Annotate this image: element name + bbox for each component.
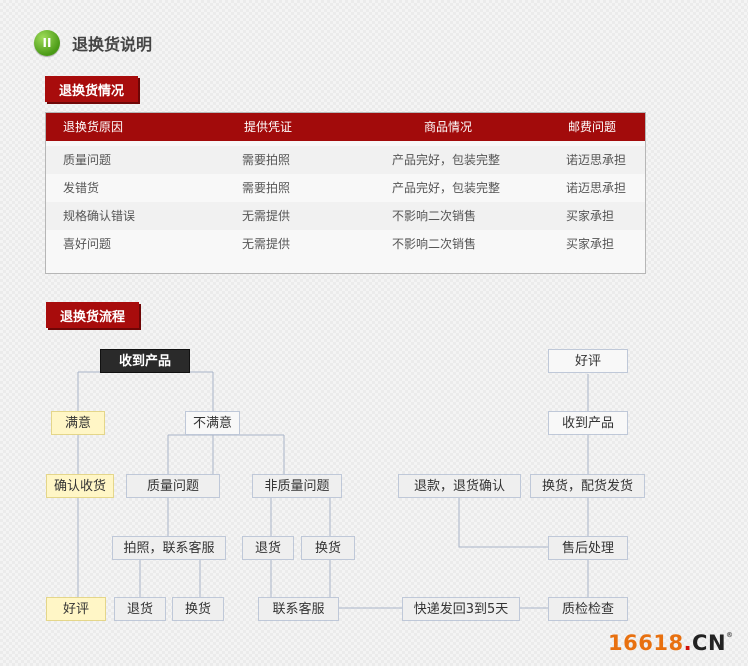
flow-satisfied: 满意 <box>51 411 105 435</box>
cell-proof: 无需提供 <box>242 237 291 251</box>
flow-good-review-left: 好评 <box>46 597 106 621</box>
logo-number: 16618 <box>608 631 684 655</box>
header-condition: 商品情况 <box>424 120 473 134</box>
cell-reason: 质量问题 <box>63 153 112 167</box>
cell-proof: 需要拍照 <box>242 153 291 167</box>
return-flow-tag: 退换货流程 <box>46 302 140 328</box>
header-proof: 提供凭证 <box>244 120 293 134</box>
flow-refund-confirm: 退款，退货确认 <box>398 474 521 498</box>
flow-good-review-right: 好评 <box>548 349 628 373</box>
cell-shipping: 买家承担 <box>566 237 615 251</box>
table-body: 质量问题 需要拍照 产品完好，包装完整 诺迈思承担 发错货 需要拍照 产品完好，… <box>46 146 645 258</box>
cell-condition: 产品完好，包装完整 <box>392 153 501 167</box>
flow-received-product: 收到产品 <box>100 349 190 373</box>
cell-proof: 需要拍照 <box>242 181 291 195</box>
table-row: 喜好问题 无需提供 不影响二次销售 买家承担 <box>46 230 645 258</box>
table-header: 退换货原因 提供凭证 商品情况 邮费问题 <box>46 113 645 141</box>
flow-photo-contact: 拍照，联系客服 <box>112 536 226 560</box>
header-reason: 退换货原因 <box>63 120 124 134</box>
return-situation-tag: 退换货情况 <box>45 76 139 102</box>
cell-shipping: 诺迈思承担 <box>566 153 627 167</box>
flow-quality-check: 质检检查 <box>548 597 628 621</box>
flow-non-quality-issue: 非质量问题 <box>252 474 342 498</box>
flow-exchange-b: 换货 <box>301 536 355 560</box>
cell-condition: 产品完好，包装完整 <box>392 181 501 195</box>
cell-shipping: 买家承担 <box>566 209 615 223</box>
cell-reason: 喜好问题 <box>63 237 112 251</box>
cell-condition: 不影响二次销售 <box>392 209 477 223</box>
return-table: 退换货原因 提供凭证 商品情况 邮费问题 质量问题 需要拍照 产品完好，包装完整… <box>45 112 646 274</box>
flow-express-back: 快递发回3到5天 <box>402 597 520 621</box>
flow-exchange-a: 换货 <box>172 597 224 621</box>
flow-exchange-ship: 换货，配货发货 <box>530 474 645 498</box>
site-logo: 16618.CN® <box>608 631 734 655</box>
table-row: 质量问题 需要拍照 产品完好，包装完整 诺迈思承担 <box>46 146 645 174</box>
section-number-icon: II <box>34 30 60 56</box>
logo-registered: ® <box>726 631 734 639</box>
cell-proof: 无需提供 <box>242 209 291 223</box>
flow-confirm-receipt: 确认收货 <box>46 474 114 498</box>
logo-cn: CN <box>692 631 727 655</box>
flow-quality-issue: 质量问题 <box>126 474 220 498</box>
flow-return-a: 退货 <box>114 597 166 621</box>
flow-received-right: 收到产品 <box>548 411 628 435</box>
table-row: 规格确认错误 无需提供 不影响二次销售 买家承担 <box>46 202 645 230</box>
page-title: 退换货说明 <box>72 35 153 54</box>
cell-reason: 发错货 <box>63 181 100 195</box>
flow-after-sales: 售后处理 <box>548 536 628 560</box>
flow-return-b: 退货 <box>242 536 294 560</box>
cell-shipping: 诺迈思承担 <box>566 181 627 195</box>
section-header: II 退换货说明 <box>34 30 152 56</box>
cell-reason: 规格确认错误 <box>63 209 136 223</box>
flow-not-satisfied: 不满意 <box>185 411 240 435</box>
table-row: 发错货 需要拍照 产品完好，包装完整 诺迈思承担 <box>46 174 645 202</box>
cell-condition: 不影响二次销售 <box>392 237 477 251</box>
logo-dot: . <box>683 631 693 655</box>
flow-contact-service: 联系客服 <box>258 597 339 621</box>
header-shipping: 邮费问题 <box>568 120 617 134</box>
